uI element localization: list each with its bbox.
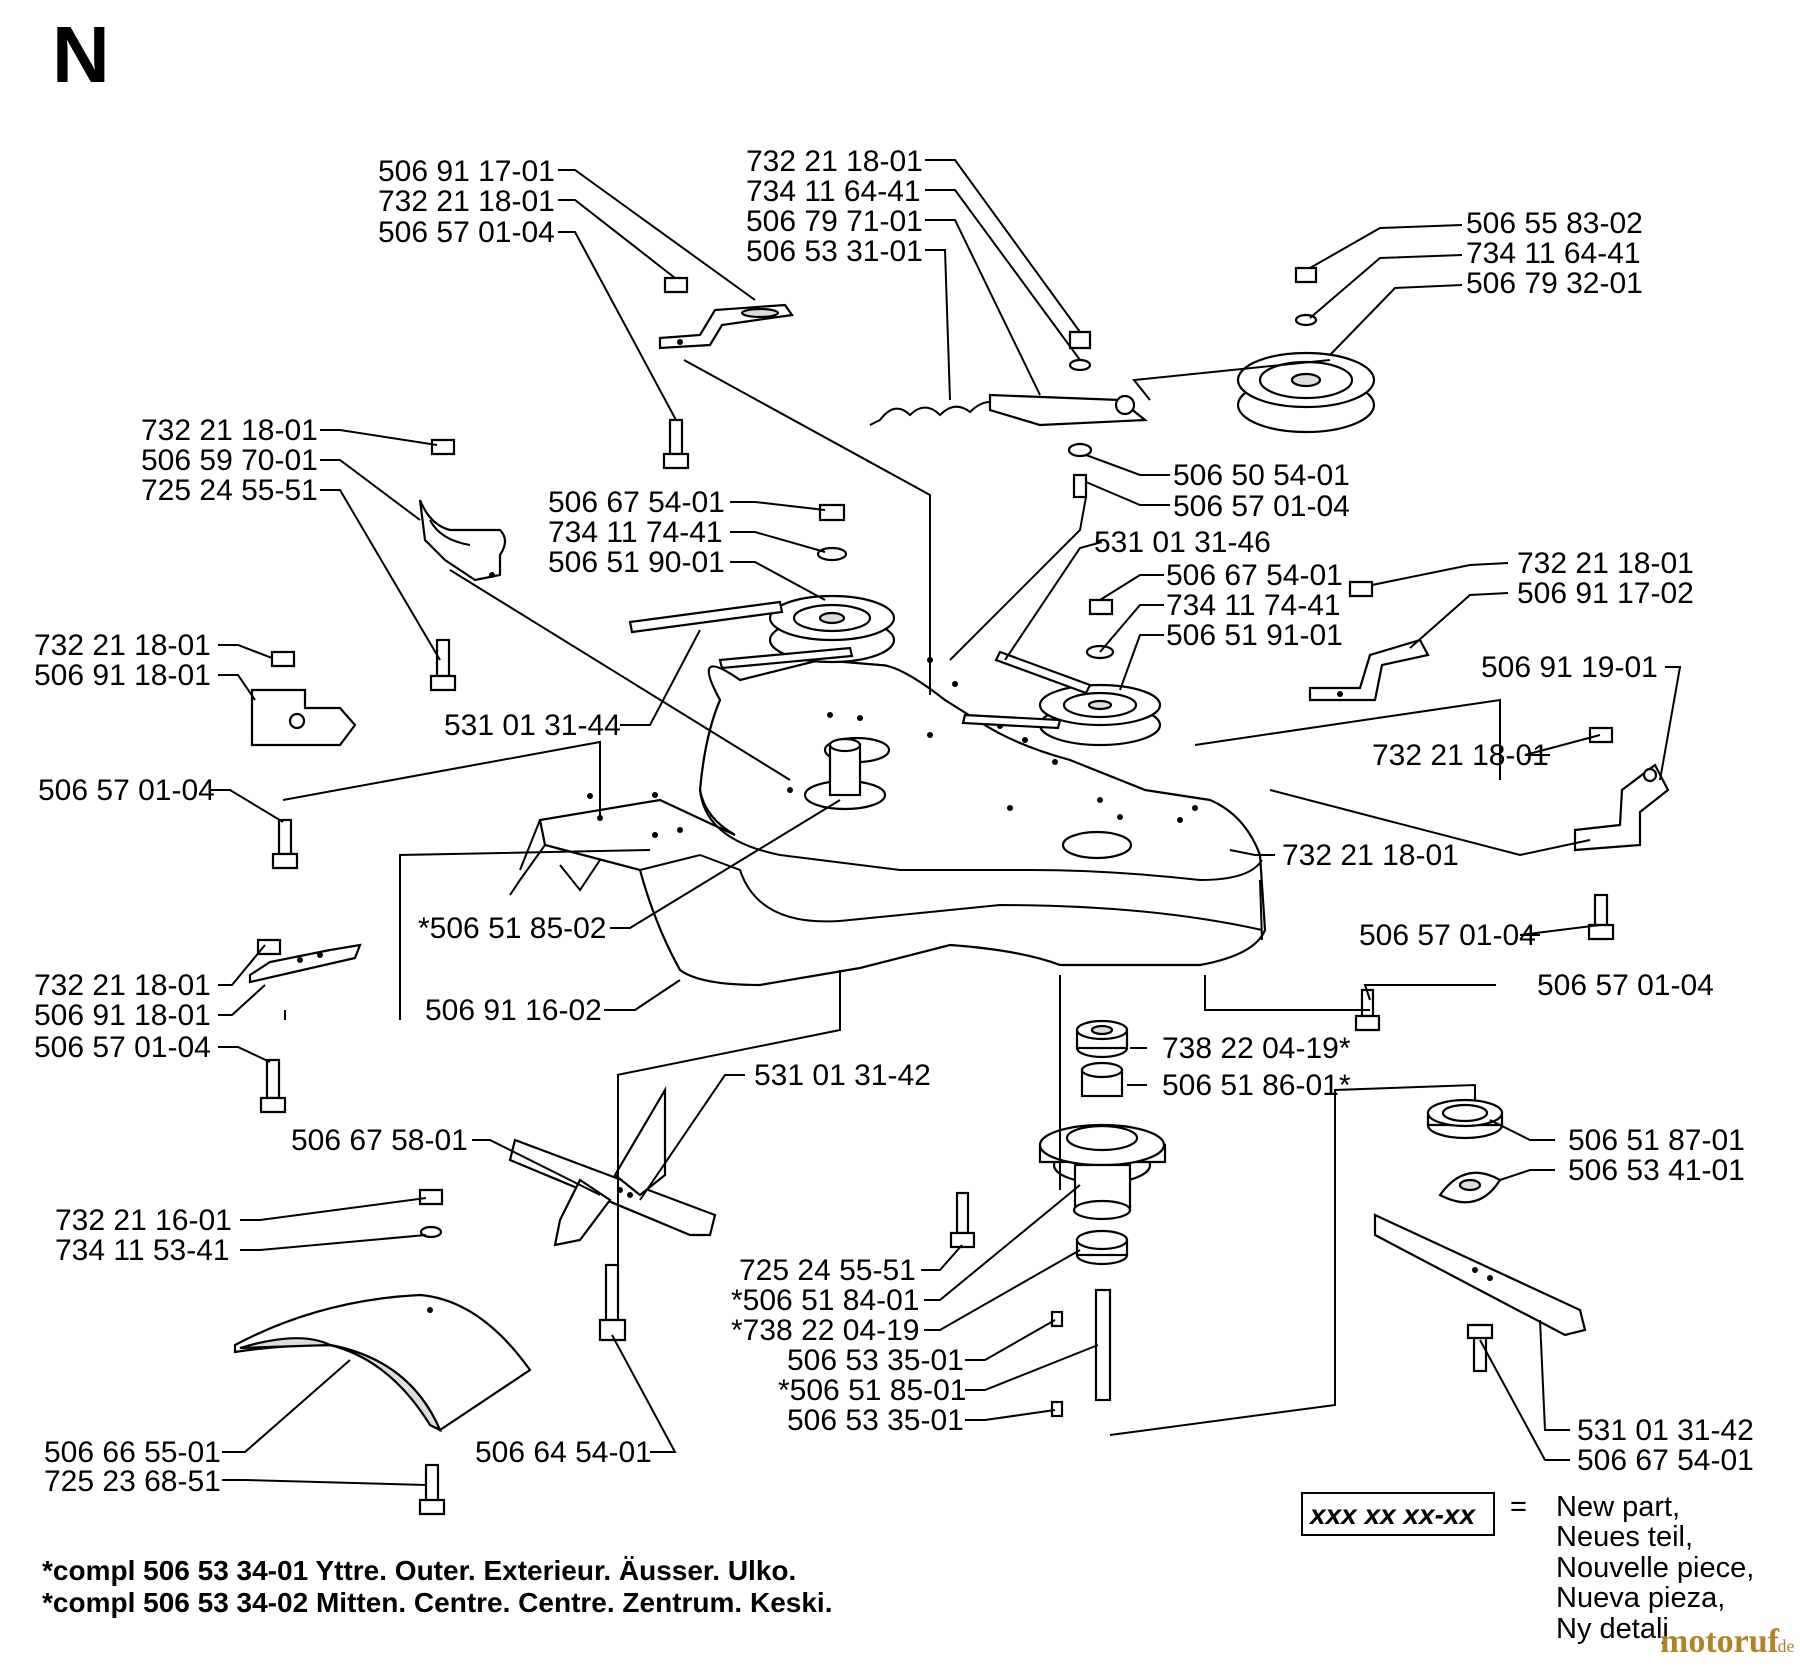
part-label: 506 67 58-01 <box>291 1124 468 1157</box>
part-label: 506 53 31-01 <box>746 235 923 268</box>
part-label: 506 59 70-01 <box>141 444 318 477</box>
pulley-right <box>1038 598 1162 747</box>
part-label: 506 67 54-01 <box>548 486 725 519</box>
legend-box <box>1301 1492 1495 1536</box>
blade-left <box>508 1085 717 1342</box>
part-label: 506 55 83-02 <box>1466 207 1643 240</box>
part-label: 506 57 01-04 <box>38 774 215 807</box>
footnote-centre: *compl 506 53 34-02 Mitten. Centre. Cent… <box>42 1587 832 1618</box>
part-drawings <box>233 266 1670 1516</box>
part-label: 734 11 53-41 <box>55 1234 230 1267</box>
deck-spindle <box>803 737 887 811</box>
watermark-brand: motoruf <box>1660 1623 1780 1660</box>
part-label: 506 57 01-04 <box>378 216 555 249</box>
part-label: 506 91 17-01 <box>378 155 555 188</box>
part-label: 506 53 41-01 <box>1568 1154 1745 1187</box>
part-label: *738 22 04-19 <box>731 1314 920 1347</box>
part-label: 506 79 71-01 <box>746 205 923 238</box>
legend-line: Ny detalj <box>1556 1613 1669 1645</box>
part-label: 506 79 32-01 <box>1466 267 1643 300</box>
part-label: 506 64 54-01 <box>475 1436 652 1469</box>
part-label: 725 23 68-51 <box>44 1465 221 1498</box>
part-labels: 506 91 17-01 732 21 18-01 506 57 01-04 7… <box>34 145 1754 1498</box>
part-label: 506 57 01-04 <box>1173 490 1350 523</box>
bracket-far-right <box>1573 726 1670 941</box>
part-label: 732 21 18-01 <box>1282 839 1459 872</box>
part-label: 506 91 18-01 <box>34 999 211 1032</box>
part-label: 725 24 55-51 <box>141 474 318 507</box>
page-title: N <box>52 10 110 99</box>
hook-bracket <box>418 438 507 692</box>
part-label: 506 67 54-01 <box>1166 559 1343 592</box>
deck-housing <box>509 657 1267 987</box>
part-label: 734 11 64-41 <box>1466 237 1641 270</box>
part-label: 734 11 74-41 <box>548 516 723 549</box>
part-label: 506 51 86-01* <box>1162 1069 1351 1102</box>
bracket-right <box>1308 580 1430 702</box>
part-label: 531 01 31-46 <box>1094 526 1271 559</box>
part-label: 732 21 18-01 <box>378 185 555 218</box>
part-label: 725 24 55-51 <box>739 1254 916 1287</box>
part-label: 734 11 64-41 <box>746 175 921 208</box>
watermark-tld: .de <box>1773 1636 1795 1656</box>
bracket-left-lower <box>248 938 362 1114</box>
part-label: 506 53 35-01 <box>787 1344 964 1377</box>
part-label: 506 91 17-02 <box>1517 577 1694 610</box>
part-label: 732 21 18-01 <box>746 145 923 178</box>
part-label: 506 66 55-01 <box>44 1436 221 1469</box>
deflector <box>233 1188 532 1516</box>
legend-line: Nouvelle piece, <box>1556 1552 1754 1584</box>
part-label: 732 21 18-01 <box>34 629 211 662</box>
part-label: 506 51 91-01 <box>1166 619 1343 652</box>
pulley-left <box>768 503 896 664</box>
legend-line: Neues teil, <box>1556 1521 1693 1553</box>
part-label: *506 51 85-01 <box>778 1374 967 1407</box>
part-label: 732 21 18-01 <box>141 414 318 447</box>
part-label: 732 21 16-01 <box>55 1204 232 1237</box>
part-label: 732 21 18-01 <box>1517 547 1694 580</box>
part-label: 531 01 31-44 <box>444 709 621 742</box>
part-label: *506 51 84-01 <box>731 1284 920 1317</box>
leader-lines <box>210 159 1682 1486</box>
part-label: 506 50 54-01 <box>1173 459 1350 492</box>
belt-rods <box>628 600 1092 730</box>
part-label: 506 91 16-02 <box>425 994 602 1027</box>
idler-arm <box>869 330 1148 499</box>
part-label: 531 01 31-42 <box>754 1059 931 1092</box>
pulley-top-right <box>1236 266 1376 434</box>
part-label: 506 91 19-01 <box>1481 651 1658 684</box>
legend-line: New part, <box>1556 1491 1680 1523</box>
part-label: 732 21 18-01 <box>34 969 211 1002</box>
legend-box-text: xxx xx xx-xx <box>1308 1499 1476 1530</box>
watermark: motoruf .de <box>1660 1623 1795 1660</box>
part-label: 506 67 54-01 <box>1577 1444 1754 1477</box>
part-label: 506 91 18-01 <box>34 659 211 692</box>
part-label: 531 01 31-42 <box>1577 1414 1754 1447</box>
part-label: *506 51 85-02 <box>418 912 607 945</box>
part-label: 506 53 35-01 <box>787 1404 964 1437</box>
spindle-stack <box>949 988 1381 1418</box>
footnote-outer: *compl 506 53 34-01 Yttre. Outer. Exteri… <box>42 1555 796 1586</box>
legend-line: Nueva pieza, <box>1556 1582 1725 1614</box>
footnotes: *compl 506 53 34-01 Yttre. Outer. Exteri… <box>42 1555 832 1618</box>
part-label: 732 21 18-01 <box>1372 739 1549 772</box>
part-label: 506 57 01-04 <box>1359 919 1536 952</box>
part-label: 734 11 74-41 <box>1166 589 1341 622</box>
part-label: 506 51 87-01 <box>1568 1124 1745 1157</box>
part-label: 506 57 01-04 <box>34 1031 211 1064</box>
bracket-upper-left <box>658 276 794 470</box>
part-label: 506 51 90-01 <box>548 546 725 579</box>
legend-equals: = <box>1510 1491 1527 1523</box>
legend: xxx xx xx-xx = New part, Neues teil, Nou… <box>1301 1491 1754 1645</box>
part-label: 506 57 01-04 <box>1537 969 1714 1002</box>
part-label: 738 22 04-19* <box>1162 1032 1351 1065</box>
bracket-left-upper <box>250 650 357 870</box>
